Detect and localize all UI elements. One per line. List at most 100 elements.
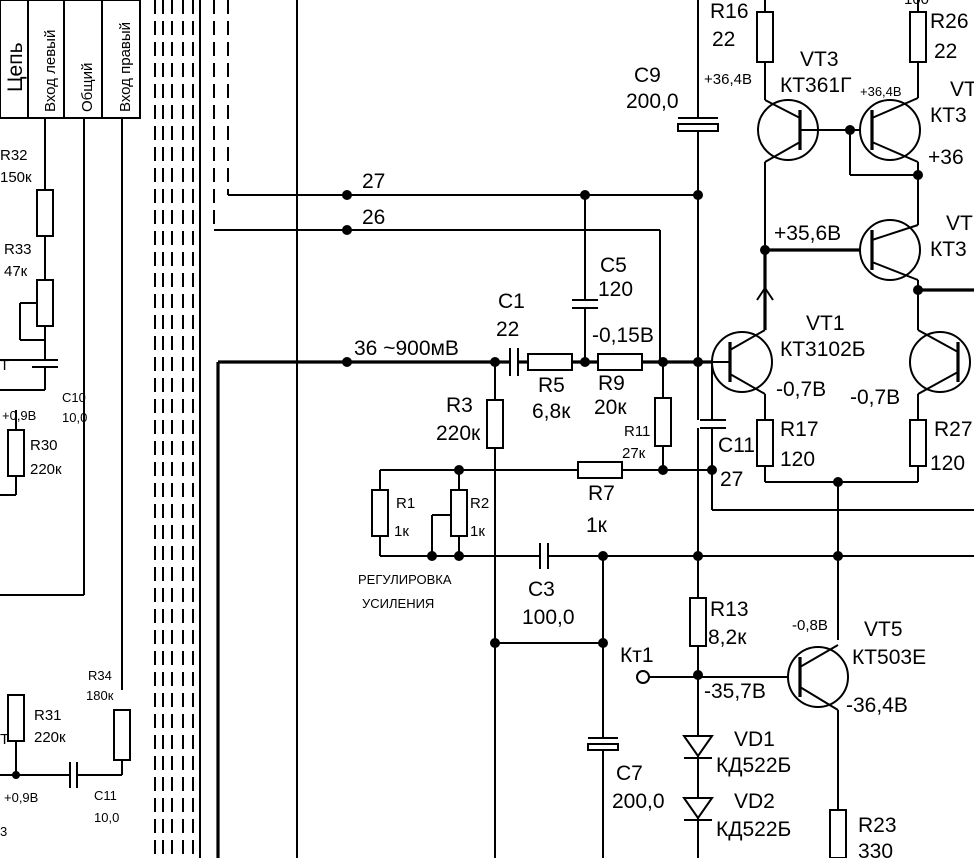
vt3-type: КТ361Г [780,74,851,97]
c9-ref: C9 [634,64,661,87]
r16-ref: R16 [710,0,749,23]
r9-ref: R9 [598,372,625,395]
r23-ref: R23 [858,814,897,837]
vt3-ref: VT3 [800,48,839,71]
vt1-type: КТ3102Б [780,338,866,361]
voltage-vt5-base: -35,7В [704,680,766,703]
resistor-r17 [756,419,774,467]
r7-ref: R7 [588,482,615,505]
r13-ref: R13 [710,598,749,621]
voltage-vt5-top: -0,8В [792,617,828,634]
r1-val: 1к [394,523,409,540]
r5-ref: R5 [538,374,565,397]
c5-ref: C5 [600,254,627,277]
r26-ref: R26 [930,10,969,33]
r23-val: 330 [858,840,893,858]
voltage-top-right: +36 [928,146,964,169]
gain-adjust-label-1: РЕГУЛИРОВКА [358,572,452,587]
transistor-vt-top-right [859,99,921,161]
c7-ref: C7 [616,762,643,785]
net-27-label: 27 [362,170,385,193]
connector-header: Цепь [4,42,27,92]
c1-val: 22 [496,318,519,341]
c10-val: 10,0 [62,410,87,425]
net-wires [214,190,703,858]
diode-vd2 [682,797,714,820]
c1-ref: C1 [498,290,525,313]
partial-label-100: 100 [904,0,929,8]
r27-val: 120 [930,452,965,475]
connector-pin-left: Вход левый [42,30,59,112]
gain-adjust-label-2: УСИЛЕНИЯ [362,596,434,611]
resistor-r3 [486,399,504,449]
r3-val: 220к [436,422,481,445]
c3-val: 100,0 [522,606,575,629]
vd2-ref: VD2 [734,790,775,813]
resistor-r27 [909,419,927,467]
c11-ref: C11 [718,434,755,457]
net-36-label: 36 ~900мВ [354,337,459,360]
resistor-r9 [597,353,643,371]
r26-val: 22 [934,40,957,63]
c9-val: 200,0 [626,90,679,113]
voltage-r9-node: -0,15В [592,324,654,347]
transistor-vt2-partial [909,331,971,393]
capacitor-c9 [677,123,719,132]
resistor-r2 [450,489,468,537]
resistor-r30 [7,429,25,477]
test-point-kt1 [636,670,650,684]
left-wires [0,118,131,788]
r2-ref: R2 [470,495,489,512]
resistor-r33 [36,279,54,327]
transistor-vt-mid-right [859,219,921,281]
kt1-label: Кт1 [620,644,654,667]
vd1-ref: VD1 [734,728,775,751]
r16-val: 22 [712,28,735,51]
shield-bus [154,0,298,858]
voltage-c9: +36,4В [704,71,752,88]
c5-val: 120 [598,278,633,301]
connector-pin-right: Вход правый [117,22,134,112]
resistor-r5 [527,353,573,371]
r17-val: 120 [780,448,815,471]
partial-label-t1: Т [0,357,9,374]
r3-ref: R3 [446,394,473,417]
amp-stage [636,0,974,858]
c11-val: 27 [720,468,743,491]
resistor-r32 [36,189,54,237]
r30-val: 220к [30,461,62,478]
r9-val: 20к [594,396,627,419]
capacitor-c7 [587,743,619,751]
connector-frame [0,0,141,119]
r2-val: 1к [470,523,485,540]
r33-ref: R33 [4,241,32,258]
net-26-label: 26 [362,206,385,229]
resistor-r11 [654,397,672,447]
c3-ref: C3 [528,578,555,601]
c11-left-val: 10,0 [94,810,119,825]
resistor-r13 [689,597,707,647]
resistor-r34 [113,709,131,761]
r7-val: 1к [586,514,608,537]
r34-val: 180к [86,688,114,703]
input-connector: Цепь Вход левый Общий Вход правый [0,0,141,119]
resistor-r1 [371,489,389,537]
partial-label-t2: Т [0,731,9,748]
r11-val: 27к [622,445,646,462]
r5-val: 6,8к [532,400,571,423]
vt-mid-right-ref: VT [946,212,973,235]
partial-label-3: 3 [0,824,7,839]
c11-left-ref: C11 [94,788,117,803]
voltage-vt-top: +36,4В [860,84,902,99]
resistor-r26 [909,11,927,63]
vt1-ref: VT1 [806,312,845,335]
vt5-type: КТ503Е [852,646,926,669]
c7-val: 200,0 [612,790,665,813]
connector-pin-common: Общий [79,63,96,112]
r30-ref: R30 [30,437,58,454]
r33-val: 47к [4,263,28,280]
voltage-vt2-emitter: -0,7В [850,386,900,409]
resistor-r7 [577,461,623,479]
